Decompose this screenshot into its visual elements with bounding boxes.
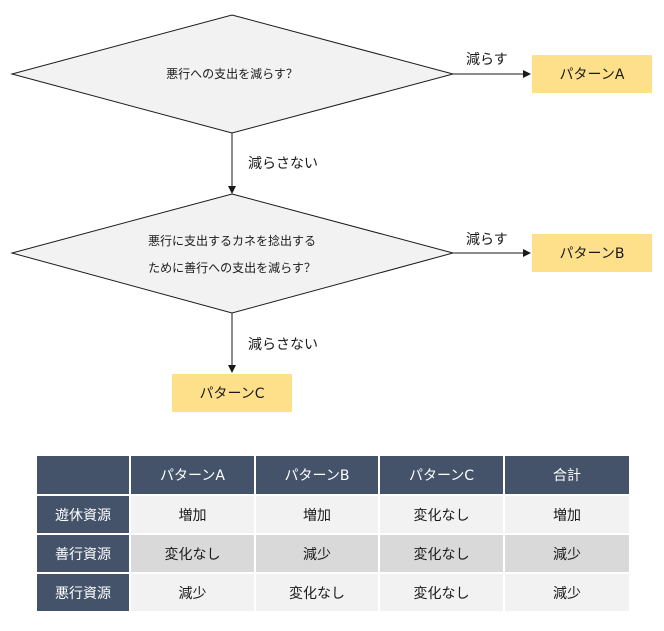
table-row: 善行資源 変化なし 減少 変化なし 減少 bbox=[35, 533, 631, 574]
decision-2-text-line2: ために善行への支出を減らす？ bbox=[148, 260, 316, 275]
table-cell: 変化なし bbox=[378, 494, 505, 535]
row-header-bad-resources: 悪行資源 bbox=[35, 572, 131, 613]
table-cell: 変化なし bbox=[129, 533, 256, 574]
table-cell: 変化なし bbox=[378, 533, 505, 574]
decision-2-text-line1: 悪行に支出するカネを捻出する bbox=[148, 234, 316, 248]
no-label-2: 減らさない bbox=[248, 336, 318, 353]
row-header-idle-resources: 遊休資源 bbox=[35, 494, 131, 535]
yes-label-1: 減らす bbox=[466, 51, 508, 68]
table-header-row: パターンA パターンB パターンC 合計 bbox=[35, 454, 631, 496]
flowchart: 悪行への支出を減らす？ 減らす 減らさない 悪行に支出するカネを捻出する ために… bbox=[10, 14, 531, 373]
table-row: 遊休資源 増加 増加 変化なし 増加 bbox=[35, 494, 631, 535]
resource-matrix-table: パターンA パターンB パターンC 合計 遊休資源 増加 増加 変化なし 増加 … bbox=[35, 454, 631, 613]
pattern-a-box: パターンA bbox=[532, 55, 652, 93]
table-cell: 減少 bbox=[129, 572, 256, 613]
pattern-b-box: パターンB bbox=[532, 234, 652, 272]
row-header-good-resources: 善行資源 bbox=[35, 533, 131, 574]
no-label-1: 減らさない bbox=[248, 155, 318, 172]
table-cell: 増加 bbox=[129, 494, 256, 535]
table-row: 悪行資源 減少 変化なし 変化なし 減少 bbox=[35, 572, 631, 613]
table-cell: 減少 bbox=[503, 533, 631, 574]
table-cell: 変化なし bbox=[378, 572, 505, 613]
yes-label-2: 減らす bbox=[466, 231, 508, 248]
table-cell: 増加 bbox=[503, 494, 631, 535]
table-cell: 減少 bbox=[503, 572, 631, 613]
table-cell: 減少 bbox=[254, 533, 380, 574]
pattern-c-label: パターンC bbox=[199, 386, 265, 402]
column-header-pattern-b: パターンB bbox=[254, 454, 380, 496]
column-header-pattern-a: パターンA bbox=[129, 454, 256, 496]
decision-1-text: 悪行への支出を減らす？ bbox=[166, 66, 298, 81]
table-cell: 増加 bbox=[254, 494, 380, 535]
column-header-pattern-c: パターンC bbox=[378, 454, 505, 496]
decision-diamond-2 bbox=[10, 193, 455, 314]
column-header-total: 合計 bbox=[503, 454, 631, 496]
table-corner-cell bbox=[35, 454, 131, 496]
pattern-c-box: パターンC bbox=[172, 374, 292, 412]
pattern-b-label: パターンB bbox=[559, 246, 625, 262]
table-cell: 変化なし bbox=[254, 572, 380, 613]
pattern-a-label: パターンA bbox=[559, 67, 625, 83]
